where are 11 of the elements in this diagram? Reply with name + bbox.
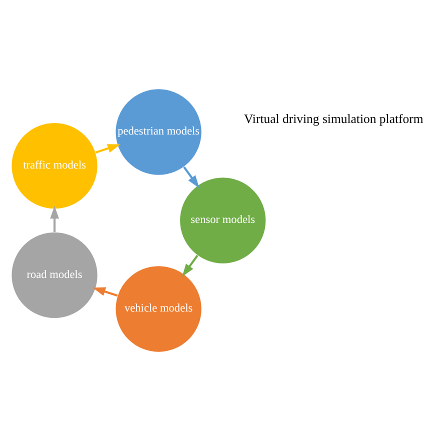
arrow [182, 254, 198, 277]
arrow [95, 144, 120, 154]
node-circle: traffic models [11, 122, 98, 210]
arrow [183, 166, 200, 188]
node-circle: road models [11, 232, 98, 319]
arrow [92, 287, 118, 297]
node-circle: pedestrian models [115, 88, 202, 176]
arrow [50, 206, 59, 232]
node-circle: vehicle models [115, 265, 202, 353]
node-circle: sensor models [179, 176, 266, 264]
label: Virtual driving simulation platform [244, 112, 424, 126]
